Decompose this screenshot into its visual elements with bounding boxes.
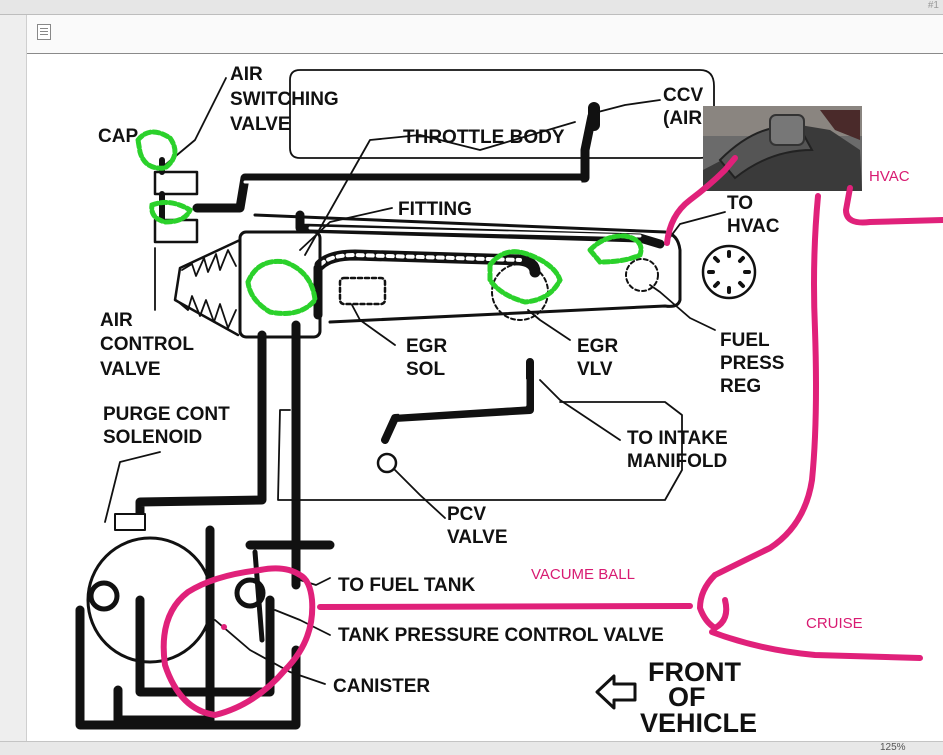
left-gutter — [0, 15, 27, 741]
page-icon[interactable] — [37, 24, 51, 40]
vacuum-diagram — [36, 63, 796, 737]
annotation-hvac: HVAC — [869, 168, 910, 185]
toolbar — [27, 15, 943, 54]
annotation-cruise: CRUISE — [806, 615, 863, 632]
page-number: #1 — [927, 0, 939, 11]
status-bar: 125% — [0, 741, 943, 755]
top-bar: #1 — [0, 0, 943, 15]
zoom-level[interactable]: 125% — [880, 742, 906, 753]
